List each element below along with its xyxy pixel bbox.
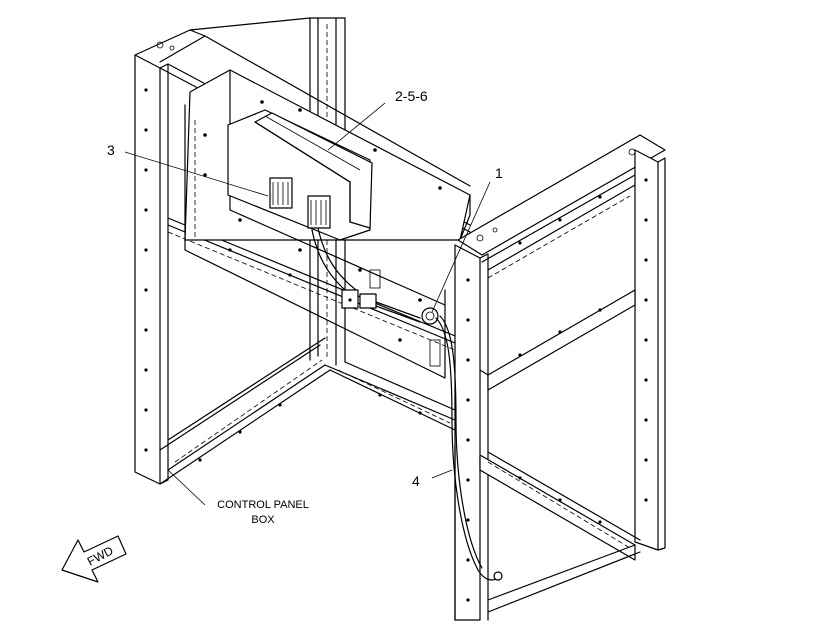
callout-4: 4 [412, 473, 420, 489]
note-line-1: CONTROL PANEL [217, 499, 309, 511]
callout-1: 1 [495, 165, 503, 181]
leader-1 [431, 181, 491, 313]
leader-control-panel-box [167, 469, 206, 506]
callout-3: 3 [107, 142, 115, 158]
right-frame [144, 88, 666, 621]
leader-3 [124, 151, 269, 197]
control-panel-box [184, 69, 471, 379]
note-line-2: BOX [251, 514, 275, 526]
leader-4 [431, 469, 453, 479]
leader-2-5-6 [327, 102, 386, 151]
callout-2-5-6: 2-5-6 [395, 88, 428, 104]
leader-lines [124, 102, 491, 506]
forward-arrow-icon: FWD [61, 535, 127, 583]
